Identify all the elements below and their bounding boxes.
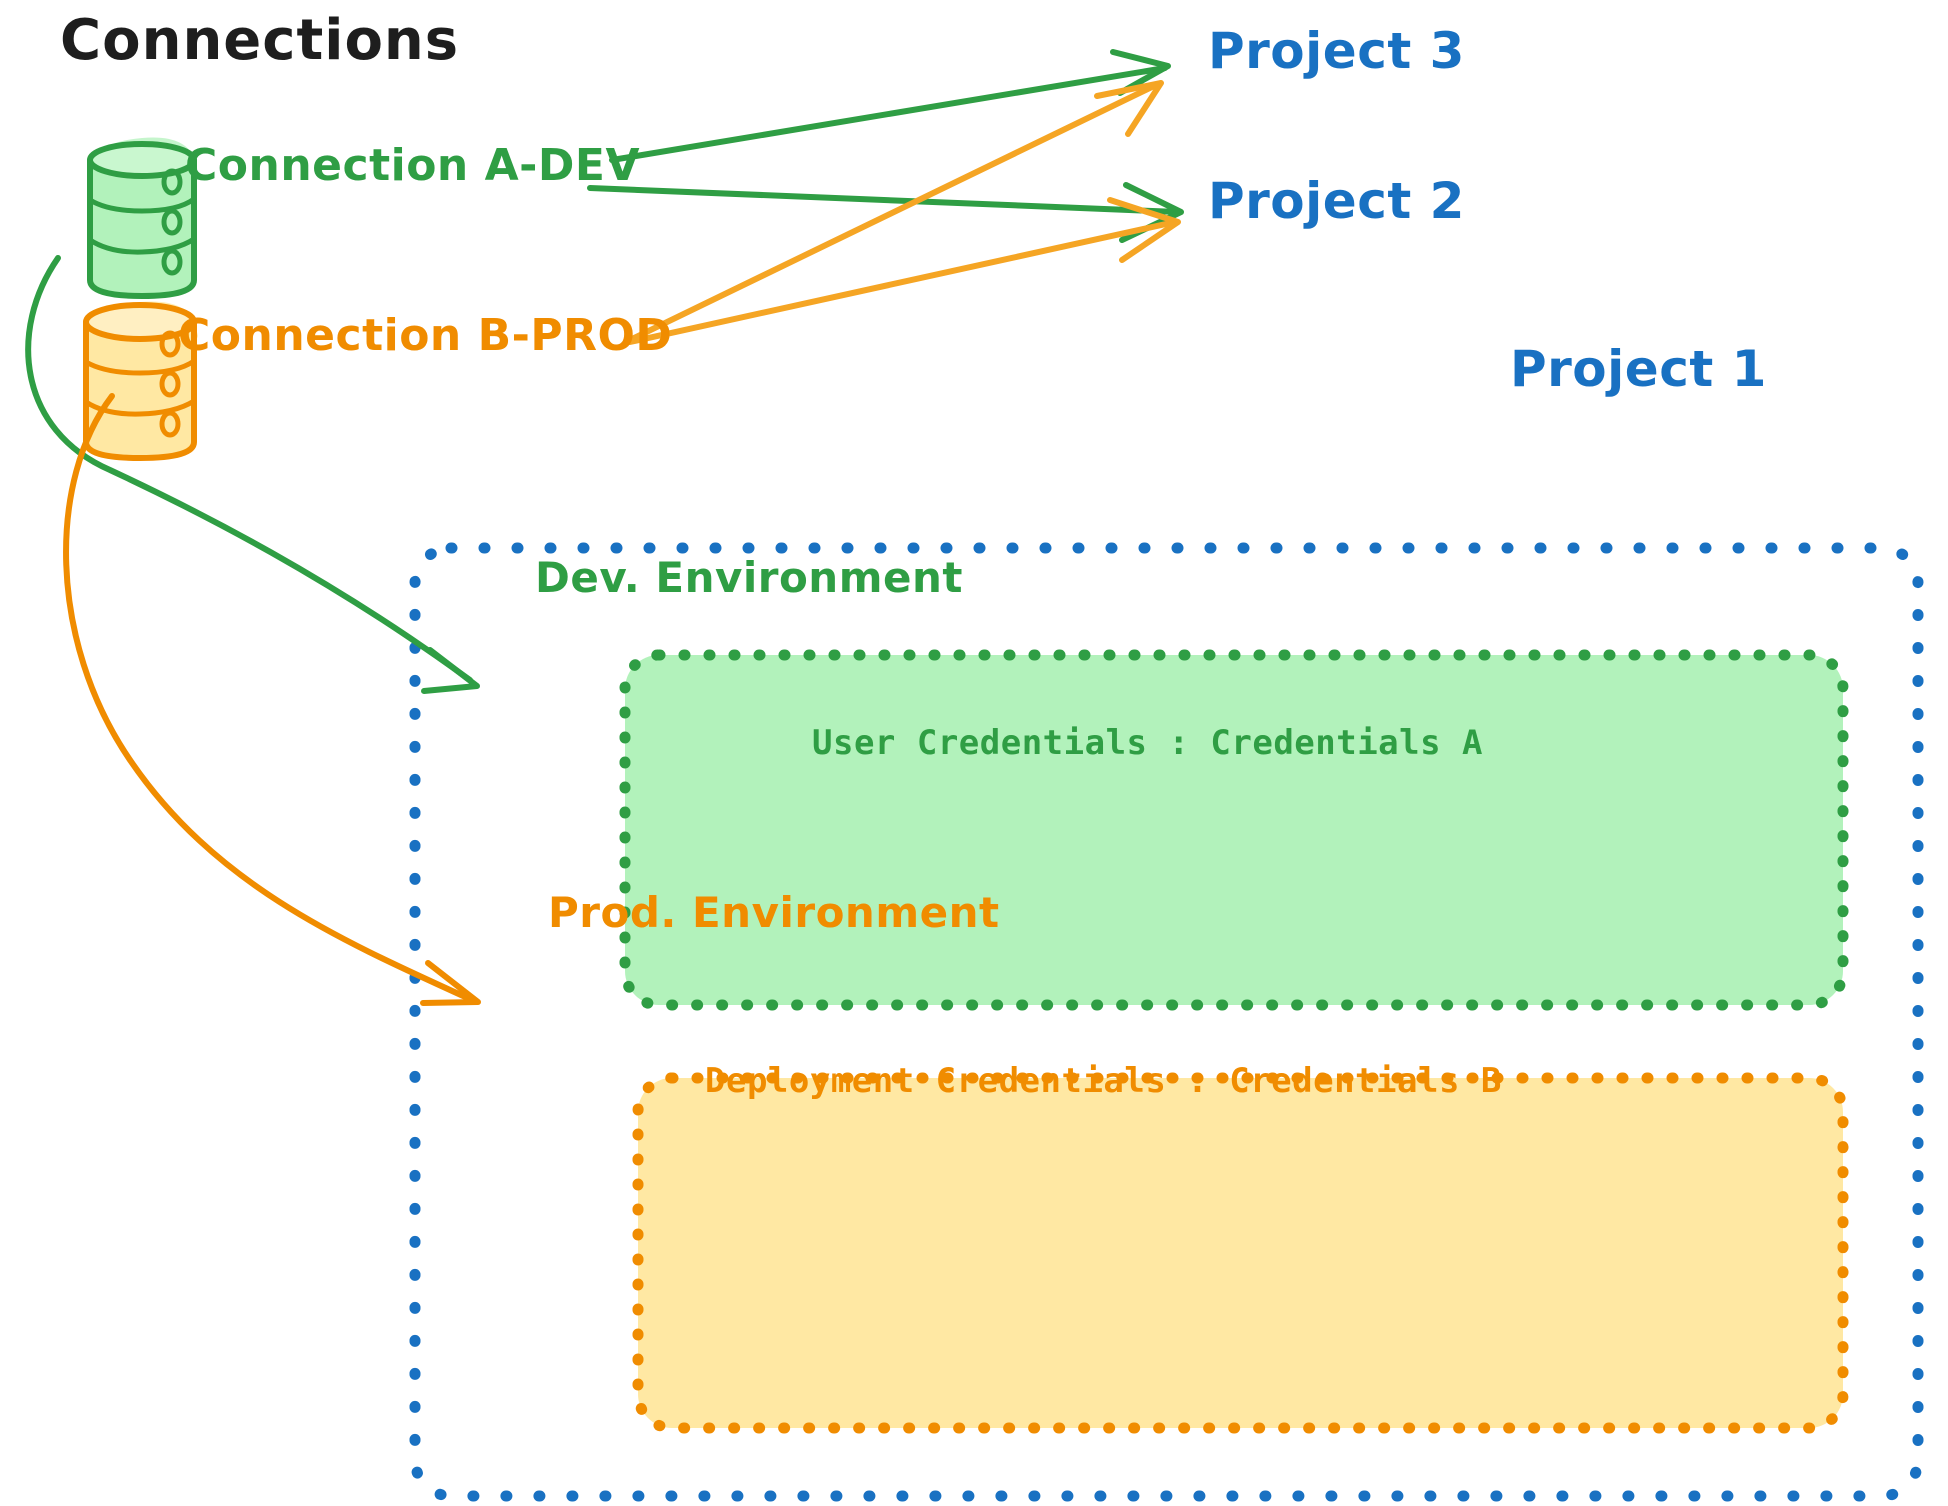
edge-b-prod-to-project-2 [627, 197, 1181, 345]
project-label-3[interactable]: Project 3 [1208, 22, 1465, 80]
dev-environment-box [619, 649, 1849, 1011]
edge-b-prod-to-project-3 [627, 80, 1164, 343]
dev-environment-credentials: User Credentials : Credentials A [812, 723, 1484, 763]
edge-a-dev-to-dev-environment [25, 255, 480, 694]
connection-label-a-dev[interactable]: Connection A-DEV [185, 140, 641, 191]
prod-environment-credentials: Deployment Credentials : Credentials B [705, 1061, 1502, 1101]
project-label-2[interactable]: Project 2 [1208, 172, 1465, 230]
database-icon-a-dev [87, 137, 198, 299]
prod-environment-box [632, 1072, 1849, 1434]
edge-b-prod-to-prod-environment [63, 393, 481, 1006]
database-icon-b-prod [83, 301, 198, 461]
page-title: Connections [60, 8, 460, 73]
prod-environment-title: Prod. Environment [548, 888, 1000, 937]
dev-environment-title: Dev. Environment [535, 553, 963, 602]
connection-label-b-prod[interactable]: Connection B-PROD [178, 310, 673, 361]
edge-a-dev-to-project-3 [609, 49, 1171, 163]
edge-a-dev-to-project-2 [587, 182, 1184, 243]
project-1-container [409, 542, 1924, 1502]
project-label-1[interactable]: Project 1 [1510, 340, 1767, 398]
